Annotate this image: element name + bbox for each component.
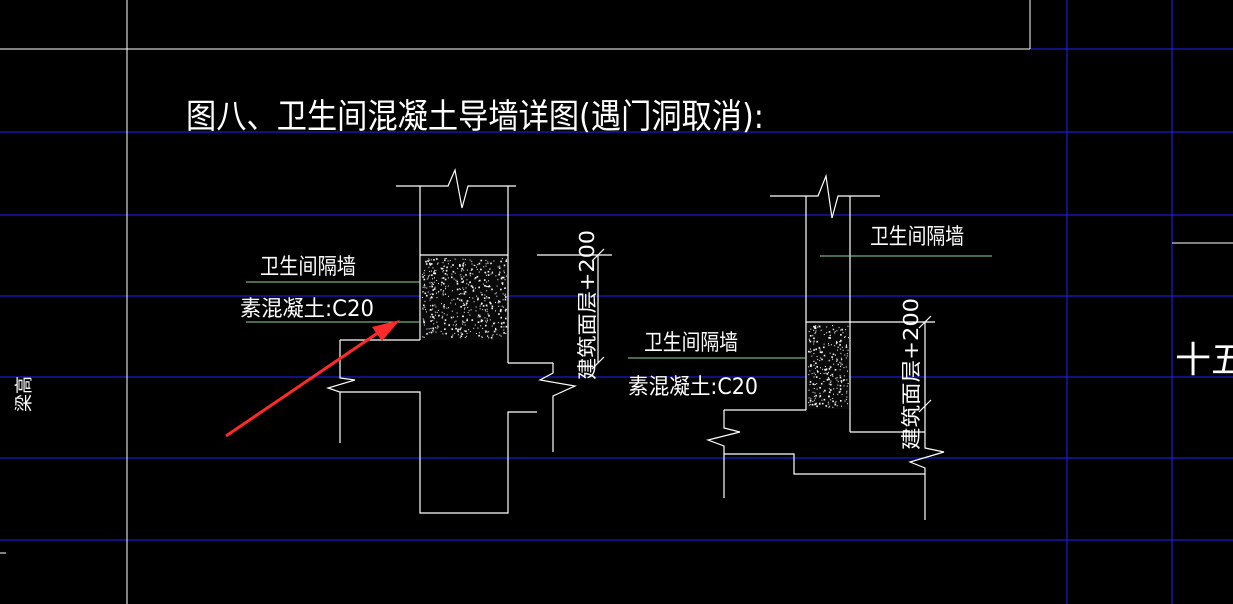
left-detail-outline (326, 167, 612, 514)
drawing-title: 图八、卫生间混凝土导墙详图(遇门洞取消): (186, 97, 764, 137)
right-concrete-hatch (808, 325, 849, 408)
left-detail: 卫生间隔墙 素混凝土:C20 建筑面层+200 (240, 167, 612, 514)
right-concrete-label: 素混凝土:C20 (628, 375, 758, 400)
beam-height-label: 梁高 (14, 376, 35, 412)
right-lower-wall-label: 卫生间隔墙 (644, 331, 738, 356)
left-leader-lines (246, 281, 420, 323)
right-wall-label: 卫生间隔墙 (870, 225, 964, 250)
red-arrow-annotation (225, 320, 400, 438)
right-detail: 卫生间隔墙 卫生间隔墙 素混凝土:C20 建筑面层+200 (628, 173, 992, 520)
left-dimension-label: 建筑面层+200 (575, 230, 599, 380)
left-concrete-label: 素混凝土:C20 (240, 297, 374, 322)
left-concrete-hatch (422, 258, 508, 339)
right-edge-label: 十五 (1175, 340, 1233, 381)
left-concrete-fill (421, 256, 507, 340)
right-detail-outline (705, 173, 945, 520)
right-dimension-label: 建筑面层+200 (899, 298, 923, 450)
right-leader-lines (628, 255, 992, 359)
left-wall-label: 卫生间隔墙 (260, 255, 356, 280)
arrow-head-icon (372, 320, 400, 341)
